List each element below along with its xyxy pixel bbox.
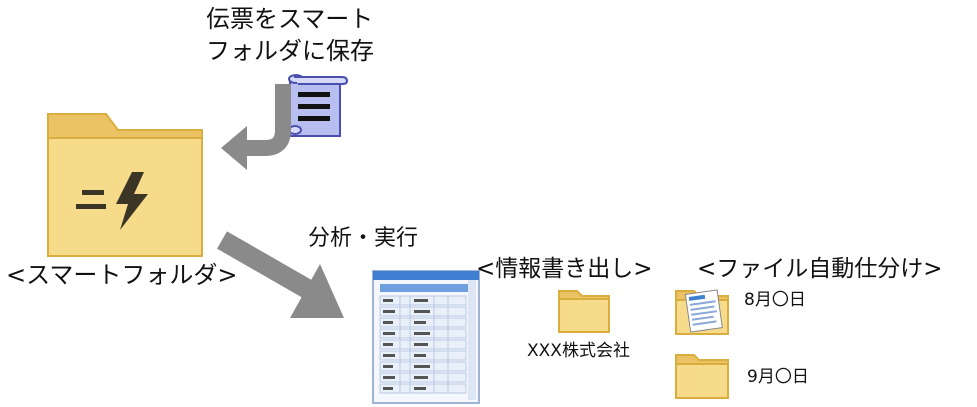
auto-sort-heading: <ファイル自動仕分け>	[697, 256, 943, 282]
caption-line-1: 伝票をスマート	[206, 5, 374, 33]
folder-icon	[675, 354, 729, 399]
document-scroll-icon	[288, 74, 349, 137]
save-arrow	[221, 84, 291, 170]
info-export-folder-label: XXX株式会社	[527, 341, 630, 361]
invoice-icon	[684, 289, 723, 333]
smart-folder-label: <スマートフォルダ>	[6, 261, 238, 289]
auto-sort-folder-label-2: 9月〇日	[747, 367, 809, 387]
smart-folder-icon	[47, 113, 203, 257]
action-label: 分析・実行	[308, 226, 419, 251]
folder-icon	[558, 290, 610, 333]
auto-sort-folder-label-1: 8月〇日	[744, 290, 806, 310]
spreadsheet-icon	[372, 270, 480, 404]
lightning-icon	[76, 172, 148, 230]
caption-line-2: フォルダに保存	[206, 37, 374, 65]
folder-icon	[675, 289, 729, 335]
info-export-heading: <情報書き出し>	[476, 256, 653, 282]
analyze-arrow	[217, 231, 344, 318]
